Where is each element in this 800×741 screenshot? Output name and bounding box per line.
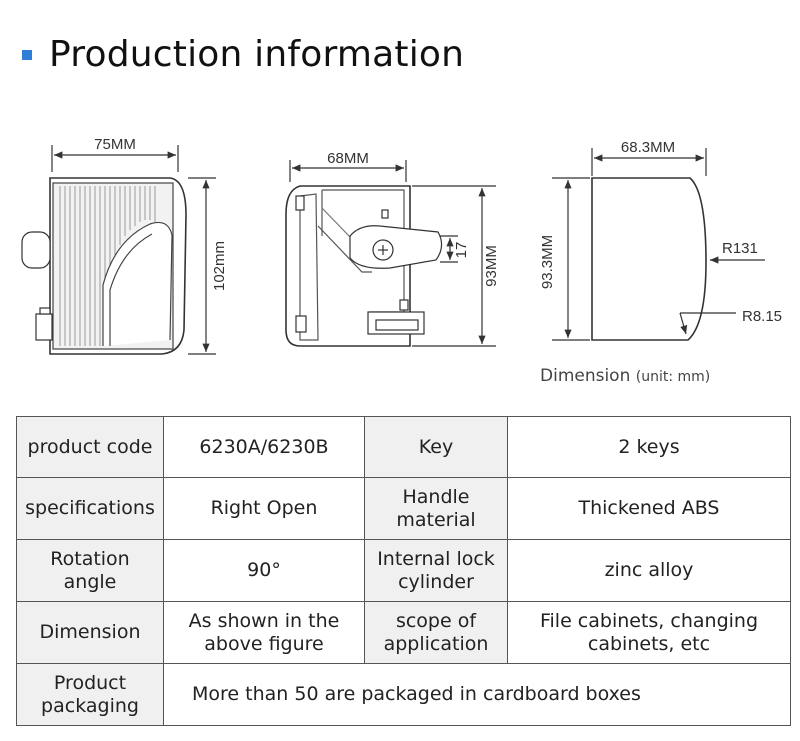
side-height-label: 93MM	[483, 245, 500, 287]
spec-label: Key	[364, 416, 508, 478]
packaging-value: More than 50 are packaged in cardboard b…	[163, 663, 791, 726]
table-row: product code 6230A/6230B Key 2 keys	[16, 416, 791, 478]
page-title: Production information	[49, 34, 465, 75]
spec-label: Internal lock cylinder	[364, 539, 508, 602]
back-width-label: 68.3MM	[621, 139, 675, 156]
spec-value: Right Open	[163, 477, 365, 540]
spec-label: Handle material	[364, 477, 508, 540]
front-view-drawing	[21, 145, 216, 355]
spec-value: Thickened ABS	[507, 477, 791, 540]
back-height-label: 93.3MM	[539, 235, 556, 289]
spec-label: specifications	[16, 477, 164, 540]
title-bullet	[22, 49, 32, 60]
spec-value: 90°	[163, 539, 365, 602]
spec-table: product code 6230A/6230B Key 2 keys spec…	[16, 416, 791, 726]
table-row: Dimension As shown in the above figure s…	[16, 601, 791, 664]
spec-value: 6230A/6230B	[163, 416, 365, 478]
dimension-caption-unit: (unit: mm)	[635, 369, 711, 385]
front-width-label: 75MM	[94, 136, 136, 153]
radius-large-label: R131	[722, 240, 758, 257]
spec-label: Dimension	[16, 601, 164, 664]
spec-label: product code	[16, 416, 164, 478]
technical-drawings: 75MM 102mm 68MM 17 93MM	[21, 136, 782, 355]
front-height-label: 102mm	[211, 241, 228, 291]
dimension-caption-text: Dimension	[540, 366, 631, 386]
spec-label: Rotation angle	[16, 539, 164, 602]
spec-value: 2 keys	[507, 416, 791, 478]
side-cam-label: 17	[453, 242, 470, 259]
back-view-drawing	[552, 148, 765, 341]
page-header: Production information	[22, 34, 464, 75]
spec-value: As shown in the above figure	[163, 601, 365, 664]
table-row: specifications Right Open Handle materia…	[16, 477, 791, 540]
spec-label: scope of application	[364, 601, 508, 664]
packaging-label: Product packaging	[16, 663, 164, 726]
radius-small-label: R8.15	[742, 308, 782, 325]
table-row: Rotation angle 90° Internal lock cylinde…	[16, 539, 791, 602]
table-row: Product packaging More than 50 are packa…	[16, 663, 791, 726]
spec-value: zinc alloy	[507, 539, 791, 602]
side-view-drawing	[285, 160, 496, 347]
dimension-caption: Dimension (unit: mm)	[540, 366, 710, 386]
side-width-label: 68MM	[327, 150, 369, 167]
spec-value: File cabinets, changing cabinets, etc	[507, 601, 791, 664]
